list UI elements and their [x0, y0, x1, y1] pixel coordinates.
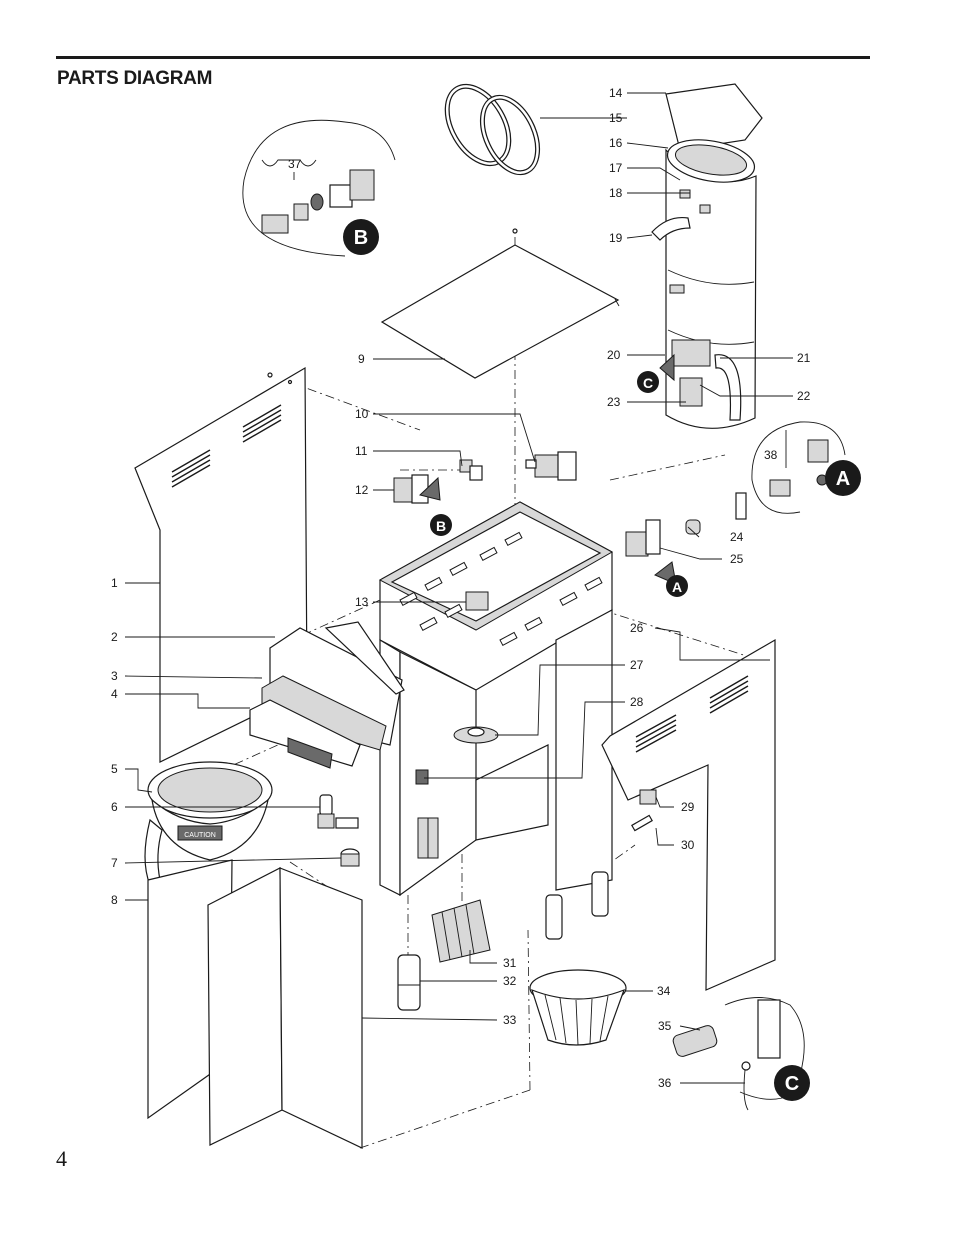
- callout-a-small: A: [666, 575, 688, 597]
- svg-text:C: C: [643, 375, 653, 391]
- tank-assembly: [651, 83, 763, 429]
- label-9: 9: [358, 352, 365, 366]
- label-35: 35: [658, 1019, 672, 1033]
- label-27: 27: [630, 658, 644, 672]
- part-labels: 14 15 16 17 18 19 20 21 22 23 1 2 3 4 5 …: [111, 86, 811, 1090]
- label-13: 13: [355, 595, 369, 609]
- callout-badges: B B A A C C: [343, 219, 861, 1101]
- label-25: 25: [730, 552, 744, 566]
- heatsink-31: [431, 899, 491, 963]
- solenoid-valve-10: [525, 451, 577, 481]
- left-side-panel: [134, 366, 308, 763]
- label-10: 10: [355, 407, 369, 421]
- label-23: 23: [607, 395, 621, 409]
- header-rule: [56, 56, 870, 59]
- label-20: 20: [607, 348, 621, 362]
- svg-text:C: C: [785, 1073, 799, 1095]
- legs: [545, 871, 609, 940]
- svg-text:B: B: [354, 227, 368, 249]
- right-side-panel: [601, 638, 776, 991]
- label-1: 1: [111, 576, 118, 590]
- label-15: 15: [609, 111, 623, 125]
- label-38: 38: [764, 448, 778, 462]
- label-31: 31: [503, 956, 517, 970]
- label-36: 36: [658, 1076, 672, 1090]
- label-30: 30: [681, 838, 695, 852]
- label-14: 14: [609, 86, 623, 100]
- label-21: 21: [797, 351, 811, 365]
- hose-coil: [444, 83, 541, 176]
- detail-a: [735, 421, 846, 520]
- label-2: 2: [111, 630, 118, 644]
- svg-text:B: B: [436, 518, 446, 534]
- control-panel: [249, 621, 405, 769]
- label-3: 3: [111, 669, 118, 683]
- terminal-block: [417, 817, 439, 859]
- switch-29: [639, 789, 657, 805]
- cap-7: [340, 848, 360, 867]
- label-4: 4: [111, 687, 118, 701]
- label-18: 18: [609, 186, 623, 200]
- detail-b: [242, 119, 396, 257]
- detail-c: [672, 997, 805, 1111]
- label-24: 24: [730, 530, 744, 544]
- caution-label: CAUTION: [184, 832, 216, 839]
- label-19: 19: [609, 231, 623, 245]
- callout-c-small: C: [637, 371, 659, 393]
- label-7: 7: [111, 856, 118, 870]
- label-32: 32: [503, 974, 517, 988]
- top-cover: [380, 228, 620, 379]
- bottom-panels: [147, 859, 363, 1149]
- switch-11: [459, 459, 483, 481]
- page-number: 4: [56, 1146, 67, 1171]
- label-26: 26: [630, 621, 644, 635]
- label-29: 29: [681, 800, 695, 814]
- callout-b-detail: B: [343, 219, 379, 255]
- label-37: 37: [288, 157, 302, 171]
- svg-text:A: A: [836, 468, 850, 490]
- sensor-30: [631, 814, 653, 832]
- label-22: 22: [797, 389, 811, 403]
- brewer-body: [378, 501, 614, 940]
- foot-32: [397, 954, 421, 1011]
- callout-a-detail: A: [825, 460, 861, 496]
- label-34: 34: [657, 984, 671, 998]
- label-12: 12: [355, 483, 369, 497]
- label-8: 8: [111, 893, 118, 907]
- label-5: 5: [111, 762, 118, 776]
- label-28: 28: [630, 695, 644, 709]
- faucet-6: [317, 794, 359, 829]
- leader-lines: [124, 92, 793, 1084]
- label-6: 6: [111, 800, 118, 814]
- callout-b-small: B: [430, 514, 452, 536]
- label-33: 33: [503, 1013, 517, 1027]
- page-title: PARTS DIAGRAM: [57, 68, 213, 89]
- fitting-24: [685, 519, 701, 535]
- paper-filter: [529, 969, 627, 1046]
- valve-25: [625, 519, 677, 585]
- svg-text:A: A: [672, 579, 682, 595]
- label-16: 16: [609, 136, 623, 150]
- callout-c-detail: C: [774, 1065, 810, 1101]
- label-17: 17: [609, 161, 623, 175]
- valve-12: [393, 474, 441, 504]
- label-11: 11: [355, 444, 368, 458]
